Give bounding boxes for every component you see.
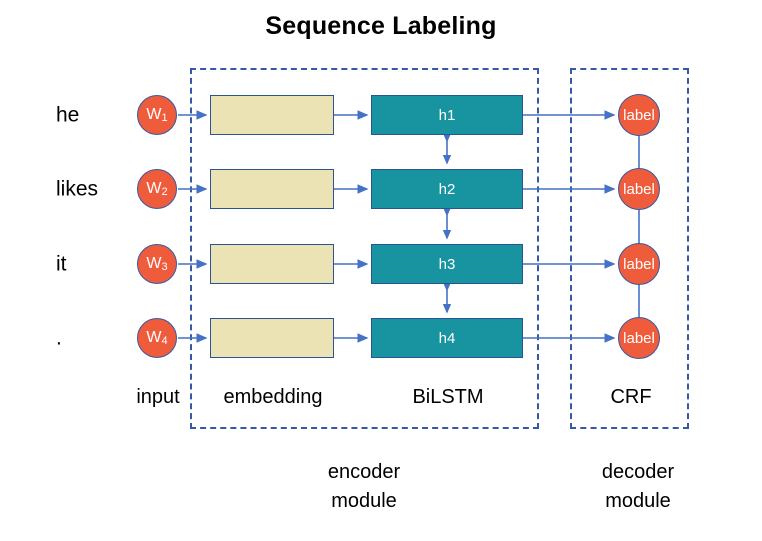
- hidden-state-box-3: h3: [371, 244, 523, 284]
- embedding-box-1: [210, 95, 334, 135]
- token-circle-label: W: [146, 180, 162, 197]
- token-circle-index: 2: [161, 186, 168, 198]
- decoder-module-caption: decoder module: [602, 458, 674, 516]
- encoder-caption-line1: encoder: [327, 461, 401, 483]
- encoder-caption-line2: module: [331, 490, 397, 512]
- hidden-state-box-2: h2: [371, 169, 523, 209]
- token-circle-label: W: [146, 255, 162, 272]
- input-word: he: [56, 103, 80, 127]
- page-title: Sequence Labeling: [265, 12, 497, 40]
- crf-label-circle-3: label: [618, 243, 660, 285]
- encoder-module-frame: [190, 68, 539, 429]
- decoder-caption-line1: decoder: [601, 461, 675, 483]
- crf-label-circle-4: label: [618, 317, 660, 359]
- embedding-box-2: [210, 169, 334, 209]
- embedding-box-4: [210, 318, 334, 358]
- crf-label-circle-2: label: [618, 168, 660, 210]
- embedding-box-3: [210, 244, 334, 284]
- token-circle-index: 4: [161, 335, 168, 347]
- column-caption-bilstm: BiLSTM: [412, 386, 484, 408]
- column-caption-embedding: embedding: [223, 386, 323, 408]
- hidden-state-box-4: h4: [371, 318, 523, 358]
- column-caption-crf: CRF: [610, 386, 652, 408]
- token-circle-index: 1: [161, 112, 168, 124]
- decoder-module-frame: [570, 68, 689, 429]
- token-circle-label: W: [146, 329, 162, 346]
- token-circle-label: W: [146, 106, 162, 123]
- crf-label-circle-1: label: [618, 94, 660, 136]
- input-word: .: [56, 326, 62, 350]
- input-word: likes: [56, 177, 99, 201]
- encoder-module-caption: encoder module: [328, 458, 400, 516]
- hidden-state-box-1: h1: [371, 95, 523, 135]
- decoder-caption-line2: module: [605, 490, 671, 512]
- column-caption-input: input: [136, 386, 180, 408]
- input-word: it: [56, 252, 67, 276]
- token-circle-index: 3: [161, 261, 168, 273]
